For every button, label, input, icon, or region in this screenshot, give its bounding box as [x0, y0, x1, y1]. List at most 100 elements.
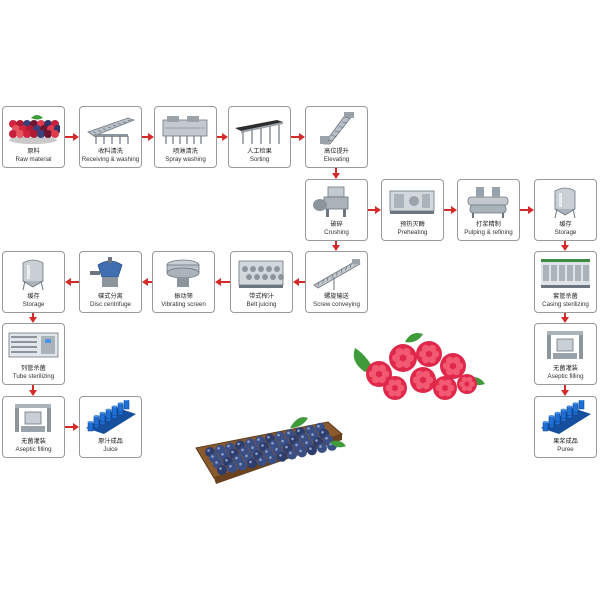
- step-label-cn: 果浆成品: [553, 438, 578, 445]
- step-label-cn: 碟式分离: [98, 293, 123, 300]
- blueberry: [257, 456, 267, 467]
- leaf: [290, 417, 308, 428]
- step-label-cn: 无菌灌装: [553, 365, 578, 372]
- spray-washer-icon: [162, 116, 208, 144]
- step-label-en: Puree: [557, 446, 574, 453]
- step-label-en: Elevating: [323, 156, 350, 163]
- flow-arrowhead: [222, 133, 228, 141]
- step-label-cn: 原料: [27, 148, 40, 155]
- step-label-en: Raw material: [15, 156, 52, 163]
- belt-press-icon: [238, 260, 284, 288]
- step-label-cn: 高位提升: [324, 148, 349, 155]
- step-label-en: Receiving & washing: [81, 156, 140, 163]
- step-label-cn: 人工检果: [247, 148, 272, 155]
- step-label-cn: 螺旋输送: [324, 293, 349, 300]
- blueberry: [287, 449, 297, 460]
- step-label-en: Spray washing: [165, 156, 206, 163]
- flow-arrowhead: [142, 278, 148, 286]
- step-label-en: Vibrating screen: [161, 301, 206, 308]
- step-label-cn: 收料清洗: [98, 148, 123, 155]
- flow-arrowhead: [451, 206, 457, 214]
- step-label-cn: 列管杀菌: [21, 365, 46, 372]
- flow-arrowhead: [73, 133, 79, 141]
- step-label-en: Screw conveying: [313, 301, 360, 308]
- screw-conveyor-icon: [313, 259, 361, 290]
- step-label-en: Disc centrifuge: [90, 301, 131, 308]
- elevator-icon: [320, 112, 354, 145]
- flow-arrowhead: [29, 317, 37, 323]
- flow-arrowhead: [561, 317, 569, 323]
- step-label-cn: 预热灭酶: [400, 221, 425, 228]
- centrifuge-icon: [90, 257, 123, 287]
- step-label-en: Pulping & refining: [464, 229, 513, 236]
- tube-sterilizer-icon: [8, 332, 59, 358]
- step-label-cn: 振动筛: [174, 293, 193, 300]
- step-label-en: Storage: [22, 301, 45, 308]
- tank-icon: [554, 187, 576, 219]
- vibrating-screen-icon: [166, 259, 200, 287]
- flow-arrowhead: [332, 173, 340, 179]
- step-label-cn: 缓存: [559, 221, 572, 228]
- blueberry: [237, 460, 247, 471]
- berries-icon: [9, 115, 60, 144]
- flow-arrowhead: [73, 423, 79, 431]
- blueberry: [267, 454, 277, 464]
- flow-arrowhead: [148, 133, 154, 141]
- casing-sterilizer-icon: [541, 259, 590, 288]
- flow-arrowhead: [375, 206, 381, 214]
- step-label-en: Aseptic filling: [547, 373, 584, 380]
- step-label-en: Preheating: [397, 229, 428, 236]
- drums-icon: [86, 400, 136, 434]
- flow-arrowhead: [561, 390, 569, 396]
- flow-arrowhead: [332, 245, 340, 251]
- flow-arrowhead: [561, 245, 569, 251]
- pulper-icon: [467, 187, 509, 218]
- leaf: [405, 333, 423, 343]
- blueberry: [217, 465, 227, 475]
- flow-arrowhead: [293, 278, 299, 286]
- blueberry: [297, 447, 307, 458]
- step-label-cn: 喷淋清洗: [173, 148, 198, 155]
- flow-arrowhead: [528, 206, 534, 214]
- blueberry: [307, 445, 317, 456]
- step-label-en: Juice: [103, 446, 118, 453]
- step-label-cn: 无菌灌装: [21, 438, 46, 445]
- step-label-cn: 带式榨汁: [249, 293, 274, 300]
- step-label-cn: 破碎: [330, 221, 343, 228]
- step-label-en: Tube sterilizing: [12, 373, 55, 380]
- aseptic-filler-icon: [15, 404, 51, 432]
- blueberry: [227, 462, 237, 473]
- raspberries-icon: [353, 333, 485, 400]
- blueberries-in-wooden-tray-icon: [195, 417, 346, 484]
- step-label-cn: 打浆精制: [476, 221, 501, 228]
- flow-arrowhead: [29, 390, 37, 396]
- step-label-en: Storage: [554, 229, 577, 236]
- blueberry: [277, 451, 287, 462]
- tank-icon: [22, 259, 44, 291]
- leaf: [353, 348, 373, 372]
- aseptic-filler-icon: [547, 331, 583, 359]
- step-label-en: Crushing: [324, 229, 349, 236]
- flow-arrowhead: [65, 278, 71, 286]
- preheater-icon: [389, 190, 435, 214]
- blueberry: [247, 458, 257, 469]
